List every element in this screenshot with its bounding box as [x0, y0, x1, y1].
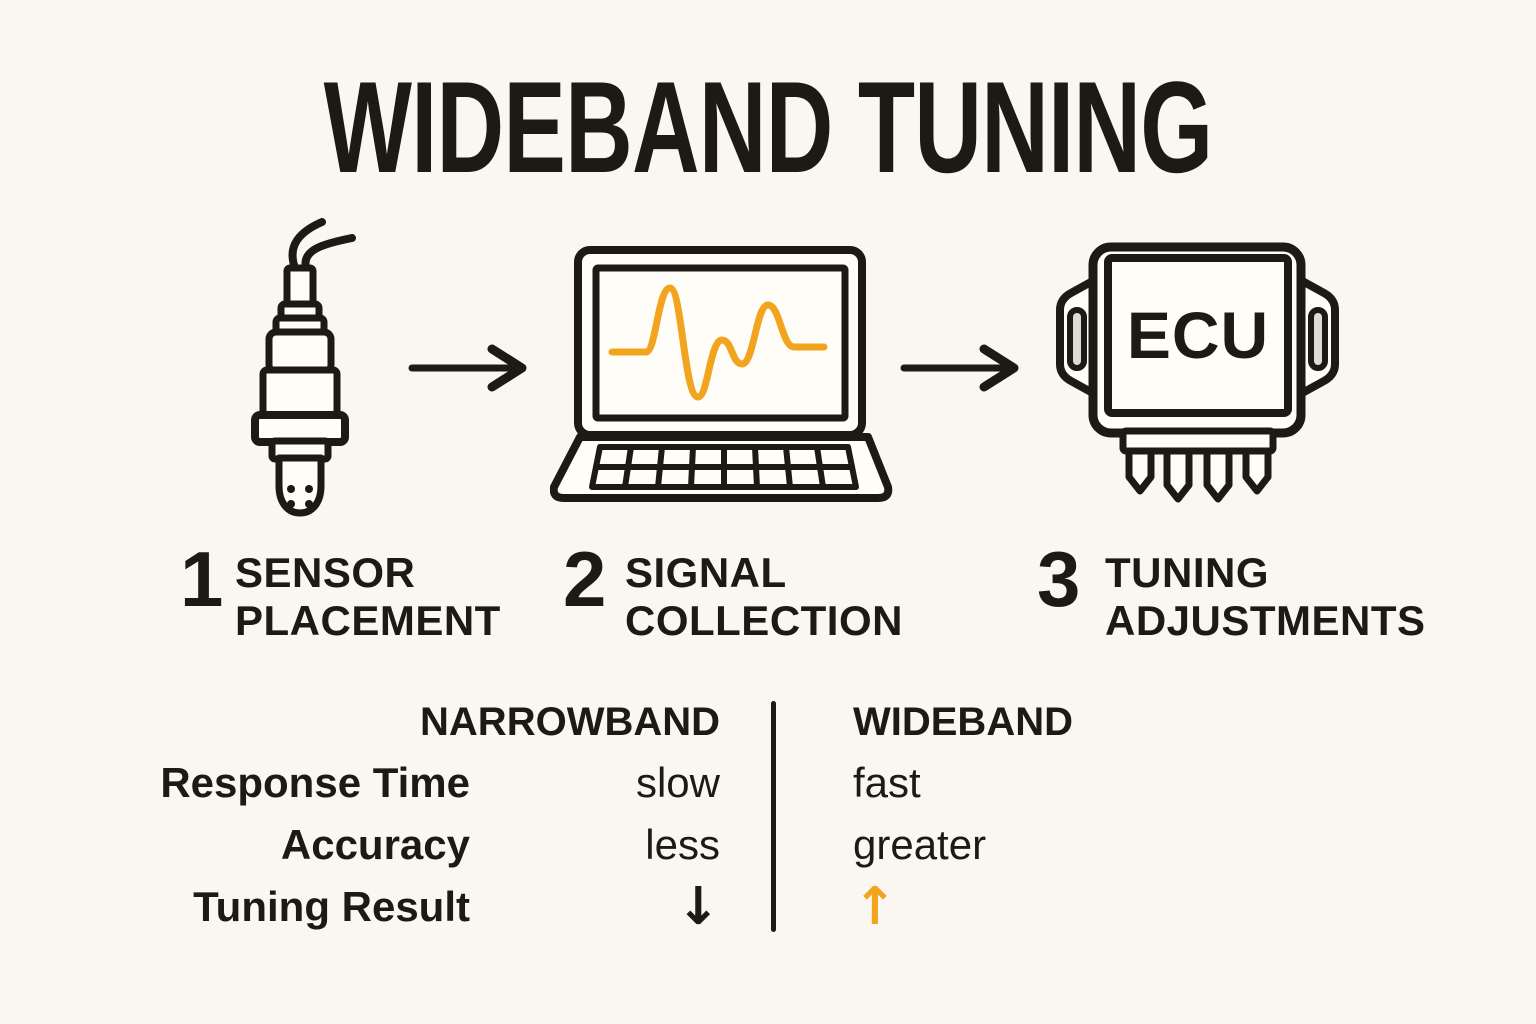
sensor-wire: [301, 234, 356, 272]
arrow-right-icon: [900, 344, 1019, 392]
wideband-response-time-value: fast: [853, 759, 921, 806]
laptop-signal-icon: [550, 246, 893, 502]
down-arrow-icon: ↓: [676, 877, 720, 937]
step-label-sensor-placement: SENSOR PLACEMENT: [235, 549, 501, 645]
wideband-accuracy-value: greater: [853, 821, 987, 868]
row-label-response-time: Response Time: [160, 759, 470, 806]
step-label-line: ADJUSTMENTS: [1105, 597, 1426, 644]
step-label-signal-collection: SIGNAL COLLECTION: [625, 549, 903, 645]
step-label-line: PLACEMENT: [235, 597, 501, 644]
comparison-row-labels: Response Time Accuracy Tuning Result: [80, 752, 470, 938]
narrowband-accuracy-value: less: [645, 821, 720, 868]
step-number-1: 1: [180, 535, 224, 623]
oxygen-sensor-icon: [251, 218, 356, 517]
row-label-accuracy: Accuracy: [280, 821, 470, 868]
waveform-line: [608, 284, 828, 401]
step-number-3: 3: [1037, 535, 1081, 623]
step-label-line: TUNING: [1105, 549, 1269, 596]
step-label-line: SENSOR: [235, 549, 416, 596]
column-header-wideband: WIDEBAND: [853, 700, 1073, 744]
ecu-chip-icon: ECU: [1056, 242, 1339, 503]
ecu-label: ECU: [1127, 298, 1269, 372]
step-label-line: COLLECTION: [625, 597, 903, 644]
arrow-right-icon: [408, 344, 527, 392]
narrowband-response-time-value: slow: [635, 759, 720, 806]
row-label-tuning-result: Tuning Result: [193, 883, 470, 930]
up-arrow-icon: ↑: [853, 877, 897, 937]
sensor-wire: [288, 218, 326, 272]
step-label-line: SIGNAL: [625, 549, 787, 596]
step-number-2: 2: [563, 535, 607, 623]
page-title: WIDEBAND TUNING: [323, 54, 1213, 200]
column-header-narrowband: NARROWBAND: [420, 700, 720, 744]
narrowband-values: slow less ↓: [420, 752, 720, 938]
step-label-tuning-adjustments: TUNING ADJUSTMENTS: [1105, 549, 1426, 645]
column-divider: [771, 701, 776, 932]
wideband-values: fast greater ↑: [853, 752, 1173, 938]
